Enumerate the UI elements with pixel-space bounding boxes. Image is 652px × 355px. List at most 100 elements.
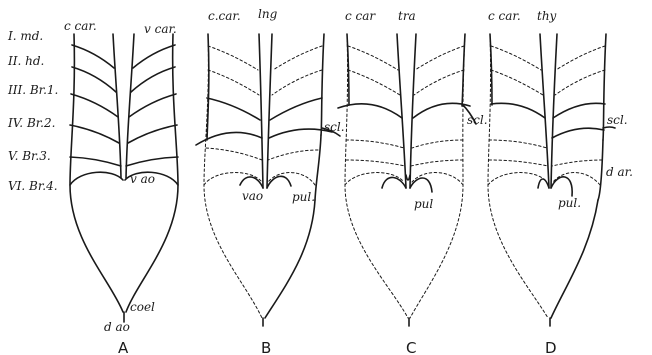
- arch-5-left: [70, 157, 121, 166]
- pulmonary-right: [551, 177, 572, 196]
- arch-2-right: [414, 70, 464, 95]
- label-a-dao: d ao: [104, 320, 130, 334]
- arch-5-right: [126, 157, 178, 166]
- arch-label-3: III. Br.1.: [7, 83, 58, 97]
- arch-4-right: [412, 140, 463, 148]
- arch-3-right: [553, 103, 605, 118]
- dorsal-aorta-right: [265, 200, 315, 318]
- arch-label-1: I. md.: [7, 29, 43, 43]
- panel-b-vessels: [196, 34, 340, 326]
- panel-a: c car. v car. v ao coel d ao A: [64, 19, 178, 355]
- heart-lobe-left: [204, 173, 262, 185]
- arch-5-right: [411, 160, 463, 166]
- arch-4-right: [552, 128, 604, 138]
- arch-2-left: [72, 67, 116, 92]
- arch-1-right: [273, 46, 322, 70]
- arch-5-right: [268, 150, 318, 160]
- pulmonary-left: [240, 177, 263, 188]
- arch-3-right: [270, 98, 322, 120]
- label-b-lng: lng: [258, 7, 278, 21]
- label-b-pul: pul.: [292, 190, 315, 204]
- arch-1-right: [133, 45, 175, 68]
- arch-1-right: [556, 46, 605, 70]
- dorsal-trunk-right-mid: [315, 135, 321, 200]
- subclavian-right: [603, 127, 615, 128]
- arch-5-left: [206, 148, 262, 160]
- arch-4-left: [70, 125, 119, 143]
- arch-2-right: [272, 70, 322, 95]
- label-a-v-car: v car.: [144, 22, 177, 36]
- panel-d: c car. thy scl. d ar. pul. D: [488, 9, 633, 355]
- arch-3-left: [491, 103, 545, 118]
- aortic-root: [406, 175, 410, 180]
- arch-label-6: VI. Br.4.: [8, 179, 58, 193]
- label-d-dar: d ar.: [606, 165, 633, 179]
- panel-b: c.car. lng scl. vao pul. B: [196, 7, 345, 355]
- arch-1-left: [72, 45, 114, 68]
- heart-lobe-left: [70, 172, 123, 185]
- label-c-pul: pul: [414, 197, 433, 211]
- label-c-c-car: c car: [345, 9, 376, 23]
- label-b-scl: scl.: [324, 120, 345, 134]
- heart-lobe-left: [488, 173, 547, 185]
- label-a-vao: v ao: [130, 172, 155, 186]
- dorsal-aorta-left: [345, 34, 408, 318]
- label-c-tra: tra: [398, 9, 416, 23]
- arch-1-right: [415, 46, 464, 70]
- panel-letter-b: B: [261, 339, 271, 355]
- pulmonary-right: [267, 176, 291, 188]
- pulmonary-left: [538, 179, 549, 188]
- carotid-left: [207, 34, 209, 140]
- label-d-c-car: c car.: [488, 9, 521, 23]
- arch-labels: I. md. II. hd. III. Br.1. IV. Br.2. V. B…: [7, 29, 58, 193]
- dorsal-trunk-right-upper: [603, 34, 606, 140]
- ventral-trunk-right: [126, 34, 134, 178]
- pulmonary-left: [382, 177, 406, 188]
- dorsal-aorta-right: [551, 200, 598, 318]
- label-d-pul: pul.: [558, 196, 581, 210]
- arch-1-left: [348, 46, 398, 70]
- label-d-thy: thy: [537, 9, 557, 23]
- arch-4-right: [128, 125, 177, 143]
- panel-a-vessels: [70, 34, 178, 322]
- heart-lobe-left: [345, 173, 404, 185]
- ventral-trunk-left: [113, 34, 121, 178]
- label-d-scl: scl.: [607, 113, 628, 127]
- arch-label-2: II. hd.: [7, 54, 44, 68]
- arch-1-left: [491, 46, 541, 70]
- arch-3-left: [338, 104, 402, 118]
- arch-2-right: [131, 67, 175, 92]
- dorsal-aorta-right: [410, 34, 465, 318]
- arch-1-left: [208, 46, 258, 70]
- panel-letter-a: A: [118, 339, 129, 355]
- arch-label-4: IV. Br.2.: [7, 116, 55, 130]
- ventral-trunk-right: [267, 34, 272, 188]
- arch-2-left: [491, 70, 543, 95]
- arch-4-right: [269, 129, 332, 138]
- label-a-coel: coel: [130, 300, 155, 314]
- arch-4-left: [346, 140, 404, 148]
- arch-5-left: [346, 160, 405, 166]
- ventral-trunk-left: [259, 34, 263, 188]
- arch-3-right: [129, 94, 176, 117]
- label-b-c-car: c.car.: [208, 9, 241, 23]
- arch-3-left: [71, 94, 118, 117]
- arch-5-left: [489, 160, 548, 166]
- panel-letter-d: D: [545, 339, 557, 355]
- panel-c: c car tra scl. pul C: [338, 9, 488, 355]
- arch-label-5: V. Br.3.: [8, 149, 51, 163]
- arch-5-right: [552, 160, 602, 166]
- arch-2-left: [208, 70, 259, 95]
- arch-2-right: [555, 70, 605, 95]
- panel-d-vessels: [488, 34, 615, 326]
- dorsal-aorta-left: [204, 34, 262, 318]
- label-c-scl: scl.: [467, 113, 488, 127]
- ventral-trunk-right: [410, 34, 416, 188]
- label-b-vao: vao: [242, 189, 263, 203]
- ductus-arteriosus: [598, 140, 603, 200]
- label-a-c-car: c car.: [64, 19, 97, 33]
- panel-c-vessels: [338, 34, 476, 326]
- arch-3-left: [207, 98, 260, 120]
- panel-letter-c: C: [406, 339, 416, 355]
